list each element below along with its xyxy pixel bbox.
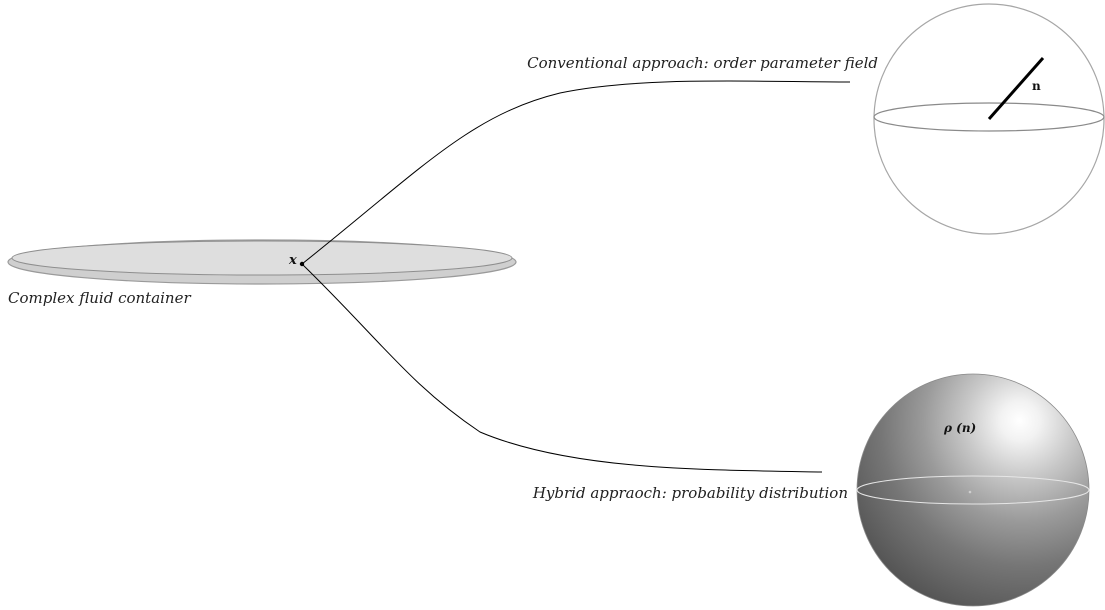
conventional-label: Conventional approach: order parameter f… — [527, 54, 878, 72]
sphere-center-dot — [968, 490, 972, 494]
fluid-container — [7, 239, 517, 285]
order-parameter-sphere: n — [873, 3, 1105, 235]
distribution-label: ρ (n) — [943, 421, 976, 435]
point-x-label: x — [288, 253, 297, 268]
probability-sphere: ρ (n) — [856, 373, 1090, 607]
shaded-sphere — [856, 373, 1090, 607]
hybrid-label: Hybrid appraoch: probability distributio… — [532, 484, 848, 502]
sphere-equator — [873, 102, 1105, 132]
director-n-label: n — [1032, 79, 1041, 93]
director-n-rod — [987, 57, 1045, 120]
shaded-sphere-equator — [856, 475, 1090, 505]
connector-to-conventional — [301, 80, 851, 265]
connector-to-hybrid — [301, 263, 823, 473]
container-label: Complex fluid container — [8, 289, 191, 307]
container-disk-top — [11, 240, 513, 276]
